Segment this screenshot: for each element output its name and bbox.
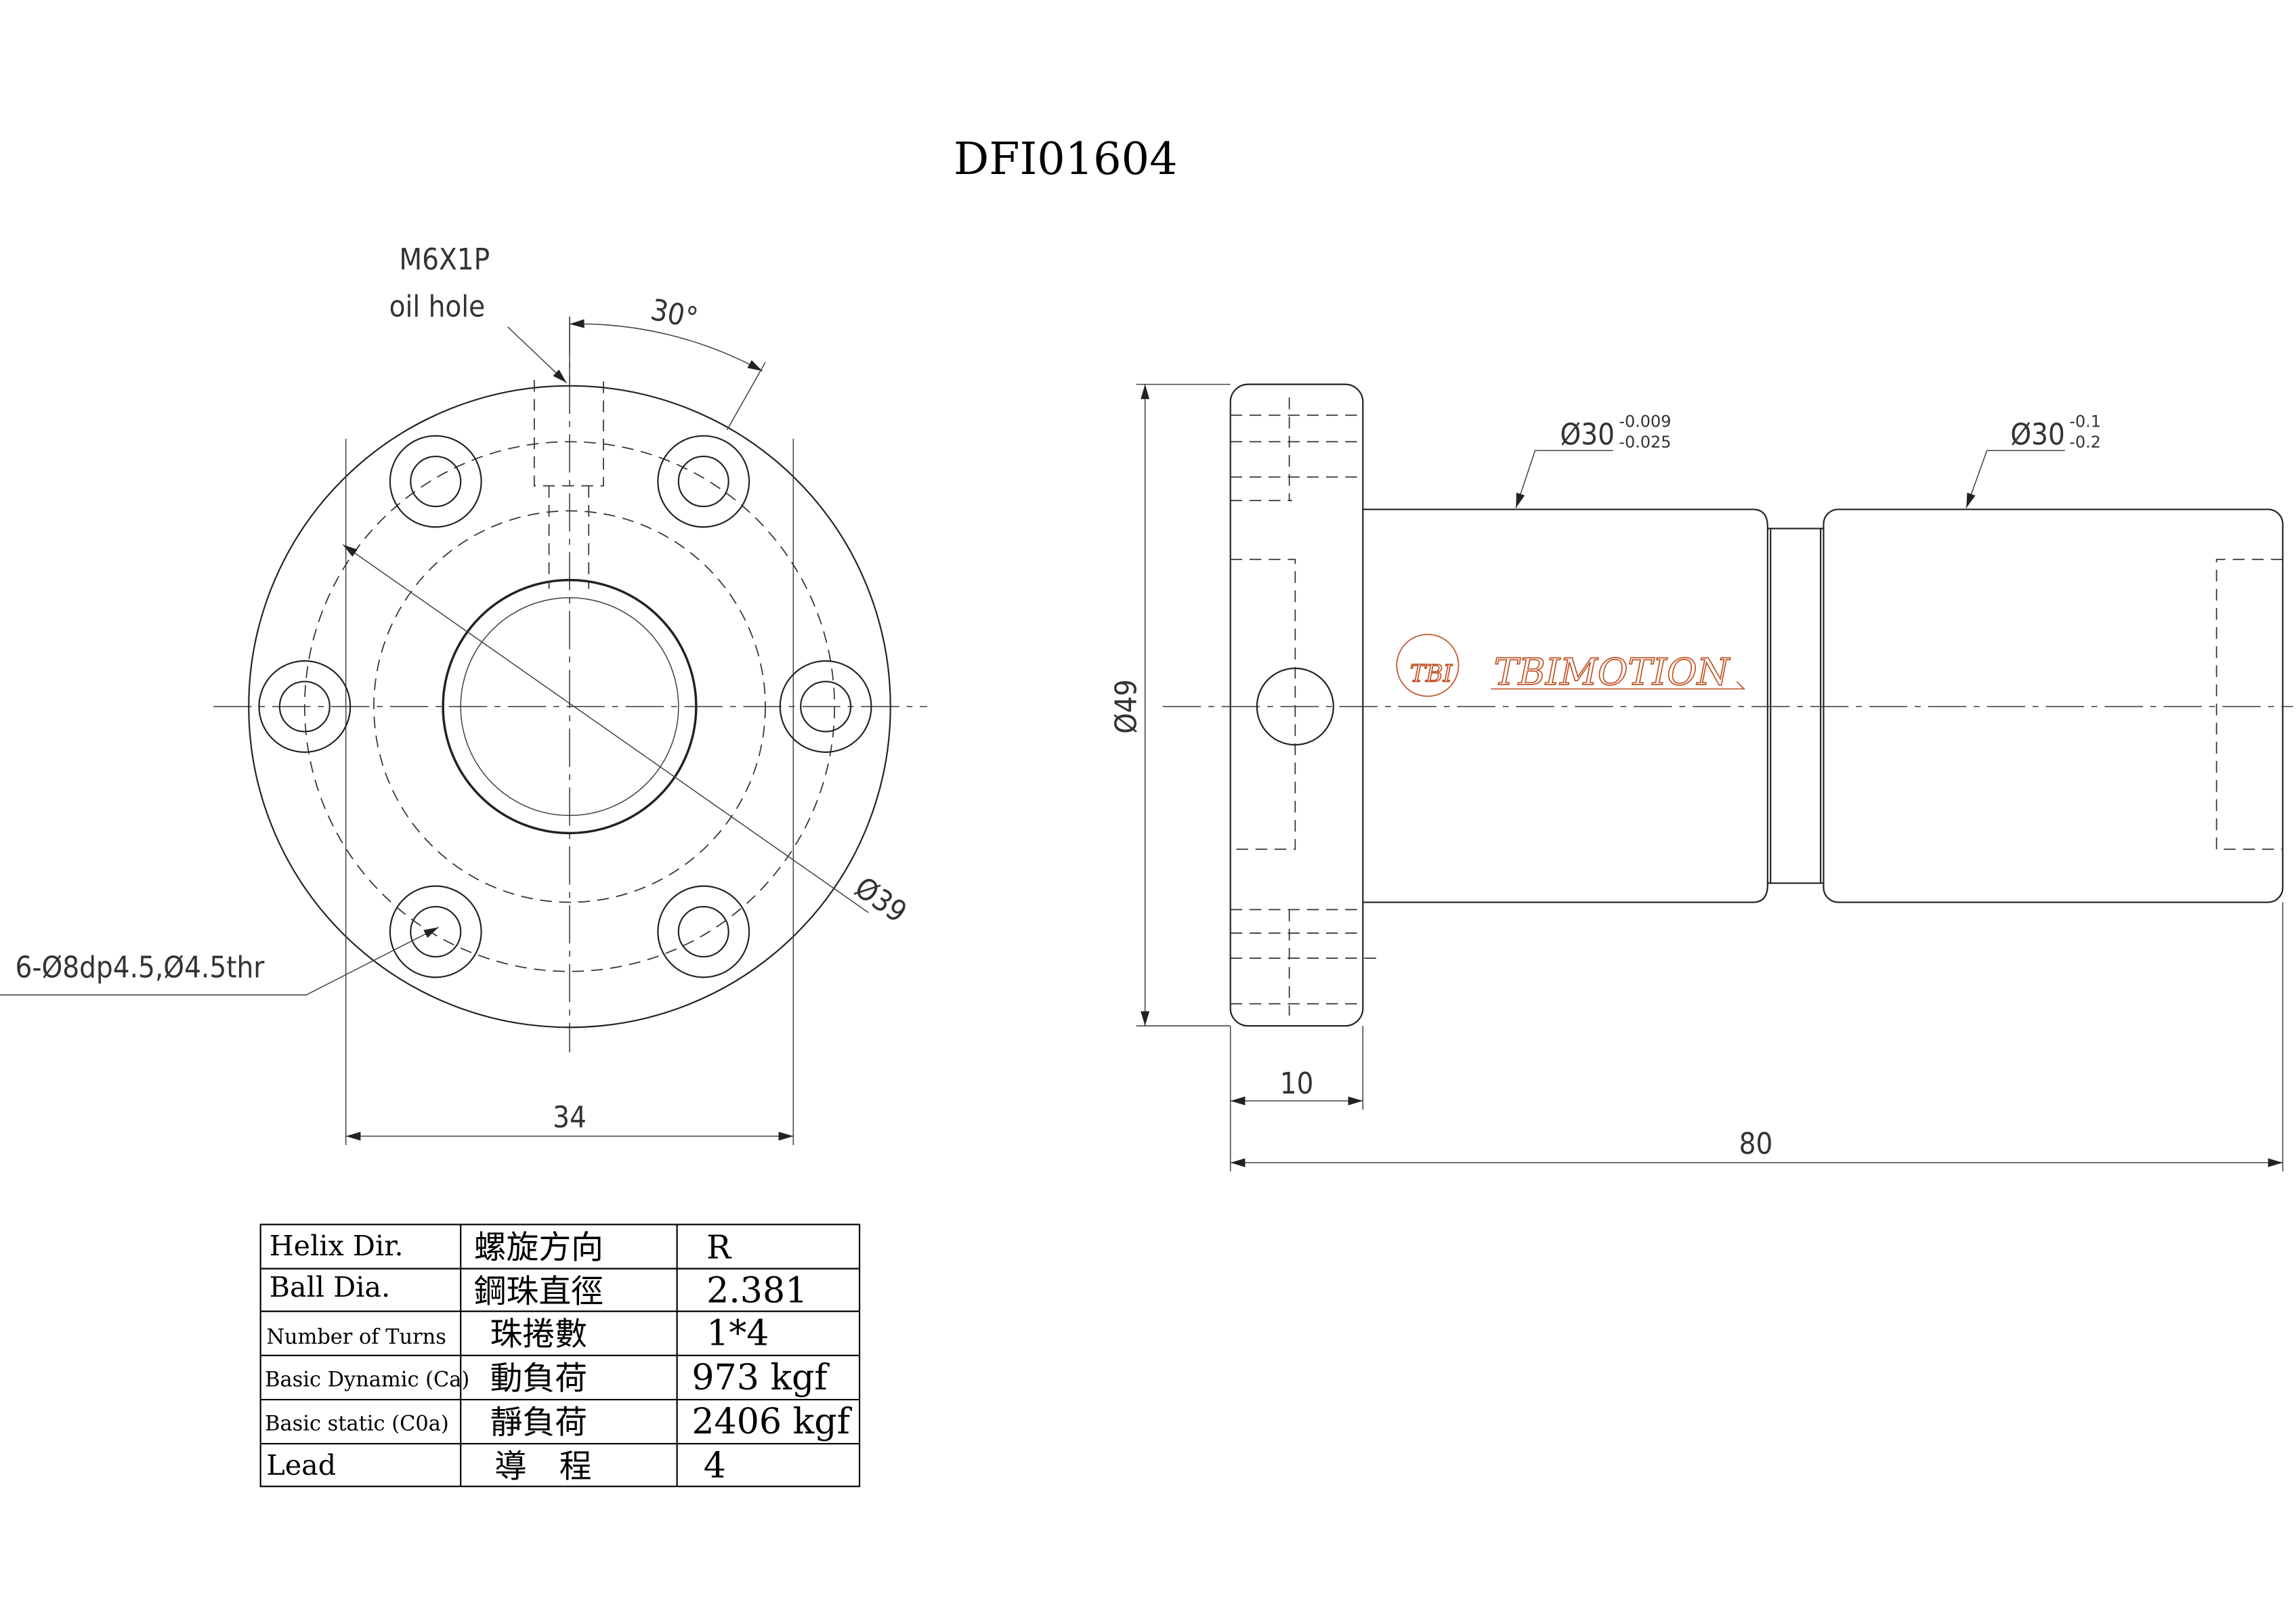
- bore-inner: [460, 597, 679, 817]
- body-dia-2-lower-tol: -0.2: [2069, 433, 2101, 452]
- table-row: Number of Turns 珠捲數 1*4: [266, 1314, 769, 1354]
- bolt-circle: [303, 441, 836, 972]
- flange-diameter-label: Ø39: [849, 871, 913, 930]
- length-label: 80: [1739, 1127, 1773, 1161]
- body-hidden-circle: [373, 510, 766, 903]
- row-value: 2406 kgf: [692, 1402, 852, 1442]
- body-dia-1-upper-tol: -0.009: [1619, 412, 1671, 431]
- row-label-en: Ball Dia.: [270, 1271, 390, 1303]
- body-dia-1-lower-tol: -0.025: [1619, 433, 1671, 452]
- angle-label: 30°: [647, 293, 700, 336]
- body-dia-2-leader: [1965, 450, 2065, 509]
- bore-outer: [442, 578, 698, 835]
- front-view: M6X1P oil hole 30° Ø39 6-Ø8dp4.5,Ø4.5thr…: [0, 243, 928, 1146]
- oil-hole-leader: [507, 326, 568, 383]
- row-label-en: Basic Dynamic (Ca): [265, 1368, 469, 1391]
- table-row: Ball Dia. 鋼珠直徑 2.381: [270, 1271, 808, 1312]
- flange: [1229, 383, 1364, 1027]
- row-label-zh: 鋼珠直徑: [474, 1274, 603, 1311]
- row-label-zh: 螺旋方向: [474, 1229, 603, 1266]
- row-value: 2.381: [706, 1271, 807, 1312]
- hidden-lines: [1230, 397, 2283, 1016]
- row-label-en: Helix Dir.: [270, 1230, 404, 1262]
- row-label-en: Number of Turns: [266, 1325, 446, 1349]
- row-label-zh: 導 程: [494, 1448, 591, 1486]
- table-row: Helix Dir. 螺旋方向 R: [270, 1229, 732, 1266]
- row-label-zh: 珠捲數: [490, 1316, 587, 1354]
- row-value: 973 kgf: [692, 1358, 830, 1398]
- side-view: TBI TBIMOTION Ø30 -0.009 -0.025 Ø30 -0.1…: [1110, 383, 2293, 1172]
- oil-hole-hidden: [533, 380, 604, 589]
- body-dia-1-nominal: Ø30: [1560, 418, 1615, 452]
- body-dia-2-nominal: Ø30: [2010, 418, 2064, 452]
- spec-table: Helix Dir. 螺旋方向 R Ball Dia. 鋼珠直徑 2.381 N…: [259, 1224, 861, 1488]
- drawing-title: DFI01604: [954, 133, 1178, 185]
- table-row: Basic static (C0a) 靜負荷 2406 kgf: [265, 1402, 852, 1442]
- row-value: 1*4: [706, 1314, 769, 1354]
- table-row: Basic Dynamic (Ca) 動負荷 973 kgf: [265, 1358, 830, 1398]
- table-row: Lead 導 程 4: [266, 1446, 726, 1486]
- row-label-zh: 靜負荷: [490, 1404, 587, 1442]
- nut-body-1: [1363, 509, 1768, 903]
- angle-dimension: [569, 319, 763, 372]
- tbimotion-logo: TBI TBIMOTION: [1396, 634, 1746, 697]
- row-value: R: [706, 1229, 732, 1266]
- row-label-zh: 動負荷: [490, 1360, 587, 1398]
- neck: [1767, 527, 1824, 884]
- oil-hole-thread-label: M6X1P: [399, 243, 490, 277]
- oil-hole-label: oil hole: [389, 290, 486, 324]
- flange-thickness-label: 10: [1280, 1067, 1314, 1101]
- row-label-en: Lead: [266, 1449, 336, 1482]
- logo-mark: TBI: [1410, 661, 1453, 688]
- diameter-dimension-line: [342, 544, 869, 913]
- row-value: 4: [704, 1446, 726, 1486]
- body-dia-2-upper-tol: -0.1: [2069, 412, 2101, 431]
- mounting-holes: [258, 435, 872, 978]
- nut-body-2: [1823, 509, 2284, 903]
- row-label-en: Basic static (C0a): [265, 1412, 449, 1436]
- mount-holes-leader: [0, 926, 439, 996]
- mount-holes-label: 6-Ø8dp4.5,Ø4.5thr: [15, 951, 265, 985]
- logo-brand: TBIMOTION: [1494, 651, 1731, 693]
- body-dia-1-leader: [1515, 450, 1613, 509]
- flange-outline: [248, 385, 891, 1029]
- width-label: 34: [553, 1101, 587, 1135]
- flange-od-label: Ø49: [1110, 679, 1144, 734]
